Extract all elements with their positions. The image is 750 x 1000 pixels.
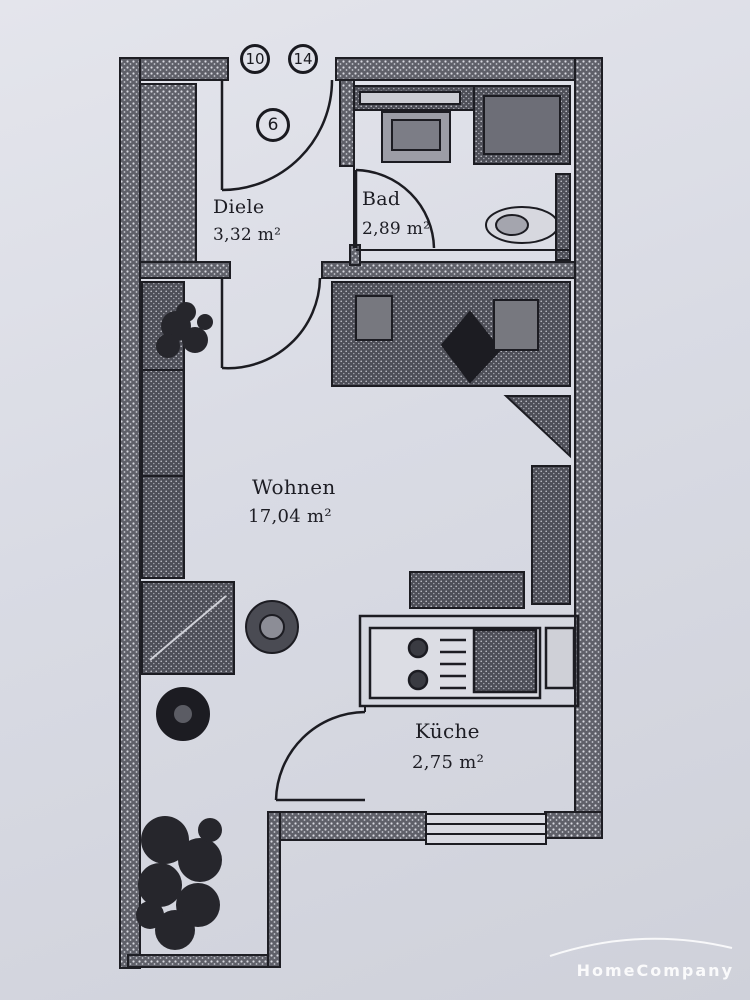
kueche-name: Küche [415,719,480,743]
thin-lines [353,166,570,712]
door-arcs [220,79,436,802]
bath-fixtures [353,85,571,261]
marker-14: 14 [288,44,318,74]
interior-walls [139,79,576,279]
window-bottom [425,813,547,845]
plants [136,302,222,950]
stove-burner-icon [407,669,429,691]
watermark: HomeCompany [576,961,734,980]
wall-right [574,57,603,839]
wall-top-right [335,57,603,81]
kueche-area: 2,75 m² [412,752,485,773]
marker-6: 6 [256,108,290,142]
plant-bottom-icon [136,816,222,950]
shelf-low [409,571,525,609]
bad-name: Bad [362,188,401,210]
side-cabinet [531,465,571,605]
wall-diele-bottom [139,261,231,279]
wall-top-left [127,57,229,81]
kitchen-counter [358,614,580,708]
bad-area: 2,89 m² [362,219,431,239]
wall-lower-extension [267,811,281,968]
armchair [141,581,235,675]
wohnen-area: 17,04 m² [248,506,332,527]
marker-10: 10 [240,44,270,74]
wall-bottom-right [544,811,603,839]
outer-walls [119,57,603,969]
wall-left [119,57,141,969]
diele-area: 3,32 m² [213,225,282,245]
watermark-arc-icon [549,937,733,957]
diele-name: Diele [213,196,265,218]
wall-bottom-left [127,954,279,968]
sink [472,628,538,694]
wall-bottom-kitchen [275,811,427,841]
wall-bad-bottom [321,261,576,279]
stove-burner-icon [407,637,429,659]
plant-top-icon [156,302,213,358]
corner-table [503,395,571,459]
wall-diele-bad [339,79,355,167]
wohnen-name: Wohnen [252,475,336,499]
wall-left-inner-top [139,83,197,263]
